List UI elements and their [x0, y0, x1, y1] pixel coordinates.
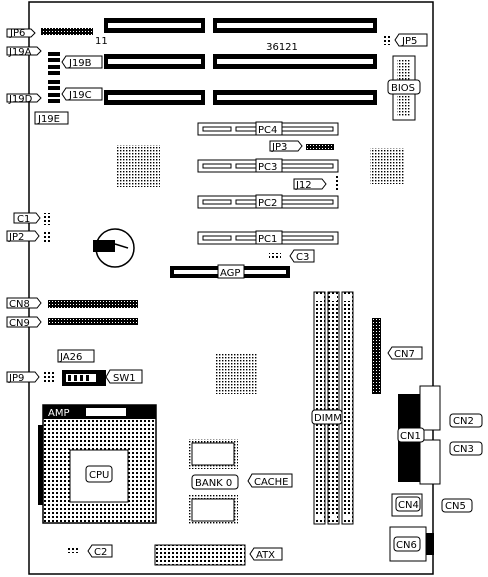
label-jp9: JP9 [6, 371, 40, 384]
svg-text:JA26: JA26 [59, 352, 82, 363]
svg-text:JP6: JP6 [9, 28, 25, 39]
label-cn3: CN3 [449, 441, 483, 456]
label-agp: AGP [217, 264, 245, 279]
board-id-marking: 36121 [266, 42, 298, 53]
label-cn7: CN7 [387, 346, 423, 360]
pin-eleven-marking: 11 [95, 36, 108, 47]
label-j19b: J19B [61, 55, 103, 69]
amp-label: AMP [48, 408, 70, 419]
chipset-left [116, 145, 160, 187]
svg-text:J19D: J19D [8, 94, 33, 105]
svg-text:JP5: JP5 [401, 36, 417, 47]
label-atx: ATX [249, 547, 283, 561]
chipset-right [370, 148, 404, 184]
label-ja26: JA26 [57, 349, 95, 363]
cn1-label: CN1 [400, 431, 421, 442]
label-c1: C1 [13, 212, 41, 225]
bank0-label: BANK 0 [195, 478, 232, 489]
cpu-label: CPU [89, 470, 109, 481]
svg-text:CN4: CN4 [398, 500, 419, 511]
label-pc3: PC3 [255, 158, 283, 173]
svg-text:C1: C1 [17, 214, 30, 225]
dimm-slots: DIMM [311, 291, 354, 525]
svg-text:J12: J12 [295, 180, 312, 191]
jp6-header [41, 28, 93, 35]
dimm-label: DIMM [314, 413, 342, 424]
j19-jumpers [48, 52, 60, 103]
label-pc2: PC2 [255, 194, 283, 209]
svg-text:JP3: JP3 [271, 142, 287, 153]
label-c2: C2 [87, 544, 113, 558]
svg-text:CN6: CN6 [396, 540, 417, 551]
label-pc1: PC1 [255, 230, 283, 245]
label-cn2: CN2 [449, 413, 483, 428]
label-pc4: PC4 [255, 121, 283, 136]
svg-text:BIOS: BIOS [391, 83, 415, 94]
cn6-connector: CN6 [389, 526, 434, 562]
label-j19a: J19A [6, 46, 42, 58]
label-jp5: JP5 [394, 33, 428, 47]
cn7-header [372, 318, 381, 394]
c1-jumper [44, 213, 50, 225]
c3-jumper [269, 253, 281, 258]
chipset-center [216, 354, 258, 394]
svg-text:JP2: JP2 [8, 232, 24, 243]
j12-jumper [334, 176, 339, 190]
cache-chips: BANK 0 [188, 439, 239, 525]
svg-text:PC2: PC2 [258, 198, 277, 209]
label-sw1: SW1 [105, 369, 143, 384]
label-c3: C3 [289, 249, 315, 263]
label-j19d: J19D [6, 93, 42, 105]
bios-chip: BIOS [387, 55, 421, 121]
svg-text:CN2: CN2 [453, 416, 474, 427]
svg-text:CN5: CN5 [445, 501, 466, 512]
port-connectors: CN1 [397, 385, 441, 485]
svg-text:SW1: SW1 [113, 373, 136, 384]
svg-text:CN3: CN3 [453, 444, 474, 455]
svg-text:AGP: AGP [220, 268, 240, 279]
jp3-header [306, 144, 334, 150]
label-j19e: J19E [34, 111, 69, 125]
svg-text:CN8: CN8 [9, 299, 30, 310]
svg-text:J19E: J19E [37, 114, 60, 125]
label-j19c: J19C [61, 87, 103, 101]
svg-text:J19A: J19A [8, 47, 32, 58]
label-cn8: CN8 [6, 297, 42, 310]
c2-jumper [68, 548, 80, 553]
svg-text:C2: C2 [94, 547, 107, 558]
label-cn5: CN5 [441, 498, 473, 513]
pci-slots [197, 122, 339, 245]
label-cn9: CN9 [6, 316, 42, 329]
jp9-jumper [42, 372, 54, 384]
label-j12: J12 [293, 178, 327, 191]
cpu-socket: AMP CPU [38, 404, 157, 524]
atx-power-connector [154, 544, 246, 566]
svg-text:JP9: JP9 [8, 373, 24, 384]
svg-text:CACHE: CACHE [254, 477, 288, 488]
svg-text:C3: C3 [296, 252, 309, 263]
battery [93, 228, 135, 268]
svg-text:PC4: PC4 [258, 125, 277, 136]
label-jp6: JP6 [6, 28, 36, 39]
jp5-jumper [383, 34, 390, 45]
svg-text:PC1: PC1 [258, 234, 277, 245]
jp2-jumper [44, 231, 50, 243]
sw1-switch [62, 370, 106, 386]
cn8-header [48, 300, 138, 308]
label-cache: CACHE [247, 473, 293, 488]
label-jp2: JP2 [6, 230, 40, 243]
svg-text:CN9: CN9 [9, 318, 30, 329]
svg-text:CN7: CN7 [394, 349, 415, 360]
cn9-header [48, 318, 138, 325]
cn4-connector: CN4 [391, 493, 423, 517]
svg-text:J19C: J19C [68, 90, 92, 101]
svg-text:J19B: J19B [68, 58, 92, 69]
svg-text:PC3: PC3 [258, 162, 277, 173]
svg-text:ATX: ATX [256, 550, 275, 561]
label-jp3: JP3 [269, 140, 303, 153]
